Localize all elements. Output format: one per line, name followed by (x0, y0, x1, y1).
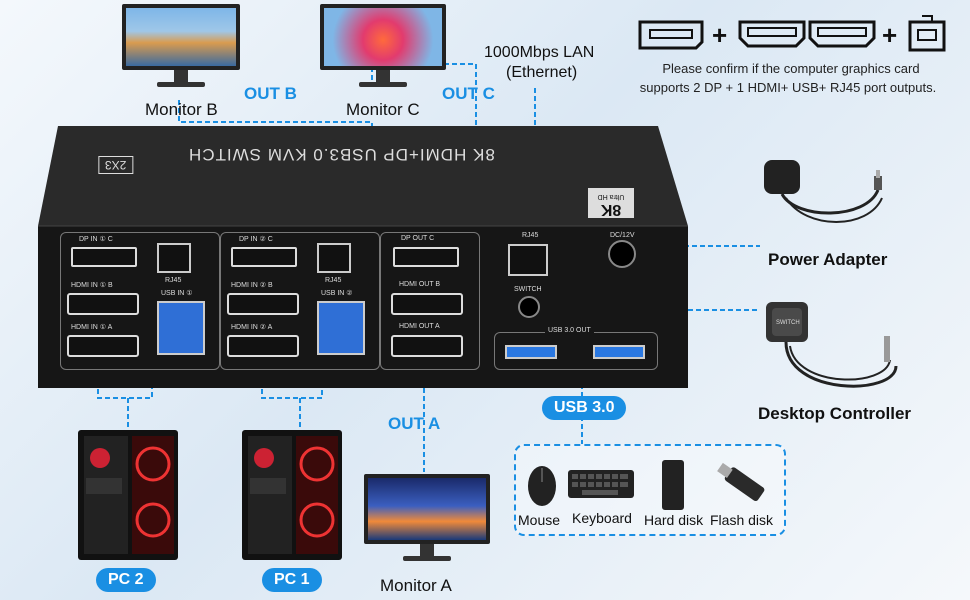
kvm-title: 8K HDMI+DP USB3.0 KVM SWITCH (188, 145, 495, 164)
port-panel-2: DP IN ② C RJ45 HDMI IN ② B USB IN ② HDMI… (220, 232, 380, 370)
device-label-mouse: Mouse (518, 512, 561, 528)
desktop-controller-label: Desktop Controller (758, 404, 912, 423)
usb3-pill: USB 3.0 (542, 396, 627, 420)
hdmi-in-2a-port[interactable] (227, 335, 299, 357)
hdmi-port-icon-1 (738, 20, 806, 48)
device-label-flash-disk: Flash disk (710, 512, 774, 528)
hdmi-in-1a-port[interactable] (67, 335, 139, 357)
hdmi-out-a-port[interactable] (391, 335, 463, 357)
monitor-a-base (403, 556, 451, 561)
monitor-c-base (359, 82, 407, 87)
hard-disk-icon (662, 460, 684, 510)
monitor-c-label: Monitor C (346, 100, 420, 119)
monitor-b-base (157, 82, 205, 87)
kvm-8k-small: Ultra HD (597, 193, 625, 200)
dp-in-1-port[interactable] (71, 247, 137, 267)
usb-devices-box: Mouse Keyboard Hard disk Flash disk (514, 444, 786, 536)
dp-in-1-label: DP IN ① C (79, 236, 113, 243)
dp-port-icon (638, 20, 704, 50)
ports-note-line1: Please confirm if the computer graphics … (662, 61, 920, 76)
switch-jack[interactable] (518, 296, 540, 318)
usb3-out-panel: USB 3.0 OUT (494, 327, 658, 370)
usb3-out-port-1[interactable] (505, 345, 557, 359)
dp-in-2-label: DP IN ② C (239, 236, 273, 243)
lan-label-line1: 1000Mbps LAN (484, 44, 595, 61)
rj45-1-port[interactable] (157, 243, 191, 273)
rj45-out-label: RJ45 (522, 232, 539, 239)
port-icons: + + (638, 15, 946, 52)
dp-in-2-port[interactable] (231, 247, 297, 267)
monitor-a (364, 474, 490, 561)
dc-jack[interactable] (608, 240, 636, 268)
monitor-a-screen (364, 474, 490, 544)
monitor-b (122, 4, 240, 87)
switch-label: SWITCH (514, 286, 542, 293)
monitor-c (320, 4, 446, 87)
controller-badge-text: SWITCH (776, 320, 800, 326)
keyboard-icon (568, 470, 634, 498)
monitor-b-stand (174, 70, 188, 82)
monitor-c-stand (376, 70, 390, 82)
monitor-b-screen (122, 4, 240, 70)
hdmi-in-1b-label: HDMI IN ① B (71, 282, 113, 289)
out-a-label: OUT A (388, 414, 441, 433)
mouse-icon (528, 466, 556, 506)
pc-1-pill: PC 1 (262, 568, 322, 592)
pc-1-tower (242, 430, 342, 560)
out-b-label: OUT B (244, 84, 297, 103)
desktop-controller-icon: SWITCH (766, 302, 898, 388)
dc-label: DC/12V (610, 232, 635, 239)
kvm-8k-logo: 8K Ultra HD (588, 188, 634, 218)
device-label-hard-disk: Hard disk (644, 512, 704, 528)
hdmi-out-a-label: HDMI OUT A (399, 323, 440, 330)
monitor-b-label: Monitor B (145, 100, 218, 119)
plus-icon-1: + (712, 20, 727, 50)
monitor-c-screen (320, 4, 446, 70)
port-panel-1: DP IN ① C RJ45 HDMI IN ① B USB IN ① HDMI… (60, 232, 220, 370)
port-panel-out: DP OUT C HDMI OUT B HDMI OUT A (380, 232, 480, 370)
hdmi-in-2b-port[interactable] (227, 293, 299, 315)
kvm-8k-big: 8K (600, 201, 622, 218)
usb-in-2-port[interactable] (317, 301, 365, 355)
rj45-2-label: RJ45 (325, 277, 342, 284)
usb3-out-port-2[interactable] (593, 345, 645, 359)
hdmi-in-2a-label: HDMI IN ② A (231, 324, 273, 331)
monitor-a-label: Monitor A (380, 576, 452, 595)
pc-2-pill: PC 2 (96, 568, 156, 592)
usb-in-2-label: USB IN ② (321, 290, 353, 297)
monitor-a-stand (420, 544, 434, 556)
dp-out-c-label: DP OUT C (401, 235, 435, 242)
flash-disk-icon (717, 462, 765, 502)
dp-out-c-port[interactable] (393, 247, 459, 267)
ports-note-line2: supports 2 DP + 1 HDMI+ USB+ RJ45 port o… (639, 80, 937, 95)
device-label-keyboard: Keyboard (572, 510, 632, 526)
hdmi-out-b-label: HDMI OUT B (399, 281, 441, 288)
rj45-port-icon (908, 15, 946, 52)
usb-in-1-label: USB IN ① (161, 290, 193, 297)
hdmi-port-icon-2 (808, 20, 876, 48)
kvm-switch: 8K HDMI+DP USB3.0 KVM SWITCH 2X3 8K Ultr… (38, 120, 688, 388)
power-adapter-label: Power Adapter (768, 250, 888, 269)
usb-in-1-port[interactable] (157, 301, 205, 355)
power-adapter-icon (764, 160, 883, 223)
hdmi-out-b-port[interactable] (391, 293, 463, 315)
rj45-2-port[interactable] (317, 243, 351, 273)
rj45-1-label: RJ45 (165, 277, 182, 284)
kvm-badge: 2X3 (98, 156, 134, 174)
lan-label-line2: (Ethernet) (506, 64, 578, 81)
pc-2-tower (78, 430, 178, 560)
hdmi-in-1b-port[interactable] (67, 293, 139, 315)
usb3-out-label: USB 3.0 OUT (545, 327, 594, 334)
out-c-label: OUT C (442, 84, 495, 103)
plus-icon-2: + (882, 20, 897, 50)
hdmi-in-2b-label: HDMI IN ② B (231, 282, 273, 289)
rj45-out-port[interactable] (508, 244, 548, 276)
hdmi-in-1a-label: HDMI IN ① A (71, 324, 113, 331)
